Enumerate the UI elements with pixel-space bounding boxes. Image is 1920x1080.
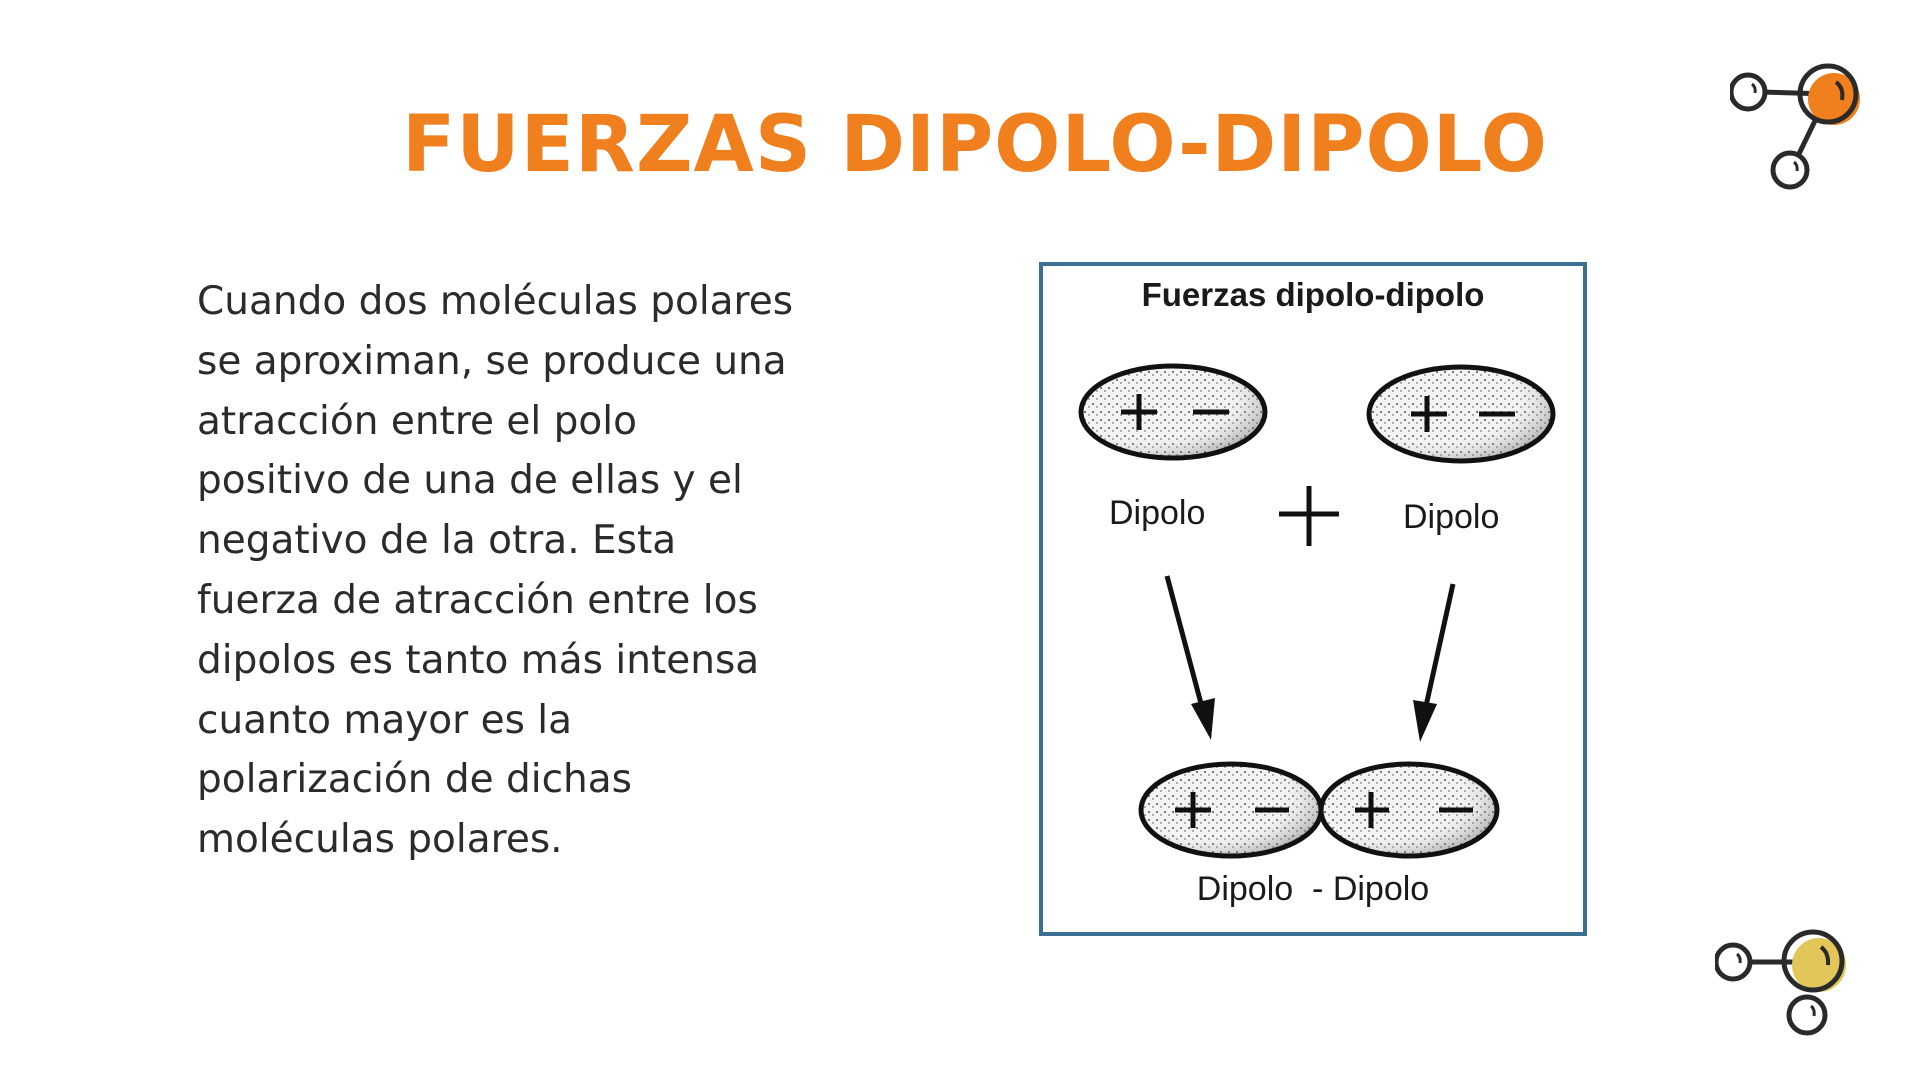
label-dipolo-left: Dipolo xyxy=(1109,494,1206,532)
body-paragraph: Cuando dos moléculas polares se aproxima… xyxy=(197,272,897,870)
body-line: atracción entre el polo xyxy=(197,398,637,444)
plus-icon xyxy=(1279,486,1339,546)
body-line: negativo de la otra. Esta xyxy=(197,518,677,564)
arrow-right xyxy=(1413,583,1456,742)
dipole-top-right xyxy=(1366,364,1556,464)
slide-title: FUERZAS DIPOLO-DIPOLO xyxy=(402,100,1548,190)
body-line: positivo de una de ellas y el xyxy=(197,458,743,504)
body-line: cuanto mayor es la xyxy=(197,697,573,743)
dipole-diagram: Fuerzas dipolo-dipolo Dipolo Dipolo Dipo… xyxy=(1039,262,1587,936)
body-line: Cuando dos moléculas polares xyxy=(197,279,794,324)
dipole-pair-bottom xyxy=(1138,761,1500,859)
arrow-left xyxy=(1164,575,1215,740)
body-line: fuerza de atracción entre los xyxy=(197,577,758,623)
dipole-top-left xyxy=(1078,363,1268,461)
label-dipolo-right: Dipolo xyxy=(1403,498,1500,536)
label-dipolo-dipolo: Dipolo - Dipolo xyxy=(1196,870,1430,908)
figure-title: Fuerzas dipolo-dipolo xyxy=(1141,276,1485,313)
body-line: dipolos es tanto más intensa xyxy=(197,637,760,683)
dipole-diagram-graphics xyxy=(1078,363,1556,859)
body-line: moléculas polares. xyxy=(197,817,563,863)
body-line: polarización de dichas xyxy=(197,757,632,803)
body-line: se aproximan, se produce una xyxy=(197,338,787,384)
molecule-icon xyxy=(1730,63,1860,190)
molecule-icon xyxy=(1715,929,1846,1036)
